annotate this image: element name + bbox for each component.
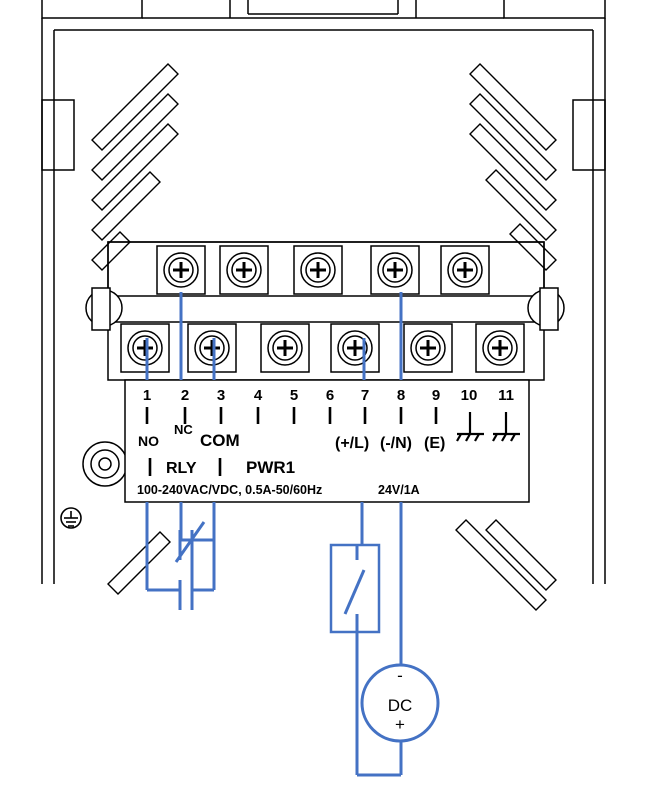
label-panel	[124, 379, 530, 503]
terminal-number-10: 10	[461, 387, 478, 404]
terminal-number-8: 8	[397, 387, 405, 404]
power-wiring	[355, 292, 403, 777]
terminal-number-3: 3	[217, 387, 225, 404]
terminal-block	[85, 241, 565, 381]
relay-wiring	[145, 292, 216, 610]
screw-terminal-icon	[219, 245, 269, 295]
terminal-ticks	[145, 407, 438, 424]
input-rating: 100-240VAC/VDC, 0.5A-50/60Hz	[137, 483, 322, 497]
dc-source-label: DC	[388, 696, 413, 715]
dc-source-minus: -	[397, 666, 403, 685]
screw-terminal-icon	[403, 323, 453, 373]
screw-terminal-icon	[187, 323, 237, 373]
switch-symbol-icon	[329, 543, 381, 634]
terminal-number-5: 5	[290, 387, 298, 404]
screw-terminal-icon	[260, 323, 310, 373]
screw-terminal-icon	[293, 245, 343, 295]
label-com: COM	[200, 431, 240, 450]
dc-source-plus: +	[395, 715, 405, 734]
screw-terminal-icon	[370, 245, 420, 295]
terminal-number-9: 9	[432, 387, 440, 404]
label-pwr1: PWR1	[246, 458, 295, 477]
screw-terminal-icon	[330, 323, 380, 373]
earth-ground-icon	[456, 412, 520, 442]
label-e: (E)	[424, 435, 445, 452]
label-rly: RLY	[166, 460, 197, 477]
terminal-number-1: 1	[143, 387, 151, 404]
terminal-number-2: 2	[181, 387, 189, 404]
dc-source: - DC +	[360, 663, 440, 743]
label-minus-n: (-/N)	[380, 435, 412, 452]
label-plus-l: (+/L)	[335, 435, 369, 452]
screw-terminal-icon	[120, 323, 170, 373]
terminal-number-6: 6	[326, 387, 334, 404]
screw-terminal-icon	[440, 245, 490, 295]
screw-terminal-icon	[475, 323, 525, 373]
bottom-row-screws	[120, 323, 525, 373]
group-brackets	[148, 458, 222, 476]
label-no: NO	[138, 433, 159, 449]
output-rating: 24V/1A	[378, 483, 420, 497]
terminal-number-11: 11	[498, 387, 514, 404]
terminal-number-7: 7	[361, 387, 369, 404]
terminal-number-4: 4	[254, 387, 263, 404]
terminal-numbers: 1 2 3 4 5 6 7 8 9 10 11	[143, 387, 514, 404]
top-row-screws	[156, 245, 490, 295]
screw-terminal-icon	[156, 245, 206, 295]
vent-slots-right	[455, 63, 557, 611]
side-connector	[82, 441, 128, 487]
relay-contact-icon	[174, 521, 206, 580]
protective-earth-icon	[60, 507, 82, 529]
label-nc: NC	[174, 422, 193, 437]
enclosure	[41, 0, 606, 584]
